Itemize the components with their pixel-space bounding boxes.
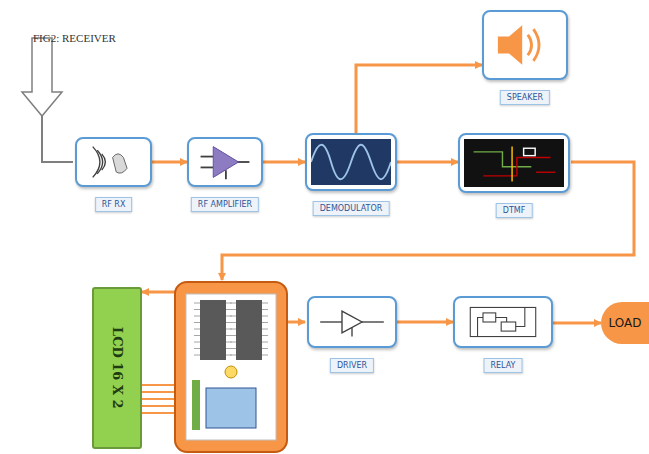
lcd-wire xyxy=(142,291,175,294)
flow-arrow xyxy=(553,322,601,325)
block-icon xyxy=(313,302,391,342)
block-icon xyxy=(459,302,547,342)
block-label: DTMF xyxy=(496,203,533,218)
demodulator-box: DEMODULATOR xyxy=(305,133,397,191)
load-shape: LOAD xyxy=(601,302,649,344)
block-label: SPEAKER xyxy=(500,90,550,105)
microcontroller xyxy=(175,282,287,452)
block-icon xyxy=(464,139,564,187)
flow-arrow xyxy=(397,161,458,164)
input-wire xyxy=(42,116,73,162)
block-label: RF RX xyxy=(95,197,133,212)
flow-arrow xyxy=(152,161,187,164)
block-label: RELAY xyxy=(484,358,523,373)
block-icon xyxy=(488,16,562,74)
block-label: RF AMPLIFIER xyxy=(191,197,259,212)
figure-title: FIG2: RECEIVER xyxy=(33,32,116,44)
decoder-box: DTMF xyxy=(458,133,570,193)
speaker-box: SPEAKER xyxy=(482,10,568,80)
block-text: LCD 16 X 2 xyxy=(110,327,125,409)
drive-wire xyxy=(288,321,305,324)
relay-box: RELAY xyxy=(453,296,553,348)
block-text: LOAD xyxy=(609,316,642,330)
driver-box: DRIVER xyxy=(307,296,397,348)
lcd-data-lines xyxy=(142,385,175,413)
receiver-box: RF RX xyxy=(75,137,152,187)
input-arrow xyxy=(22,38,62,116)
flow-arrow xyxy=(356,65,482,133)
amplifier-box: RF AMPLIFIER xyxy=(187,137,263,187)
block-label: DRIVER xyxy=(330,358,374,373)
flow-arrow xyxy=(263,161,305,164)
lcd-display: LCD 16 X 2 xyxy=(92,287,142,449)
block-label: DEMODULATOR xyxy=(313,201,390,216)
flow-arrow xyxy=(397,321,453,324)
block-icon xyxy=(311,139,391,185)
block-icon xyxy=(81,143,146,181)
block-icon xyxy=(193,143,257,181)
bus-wire xyxy=(222,162,634,280)
